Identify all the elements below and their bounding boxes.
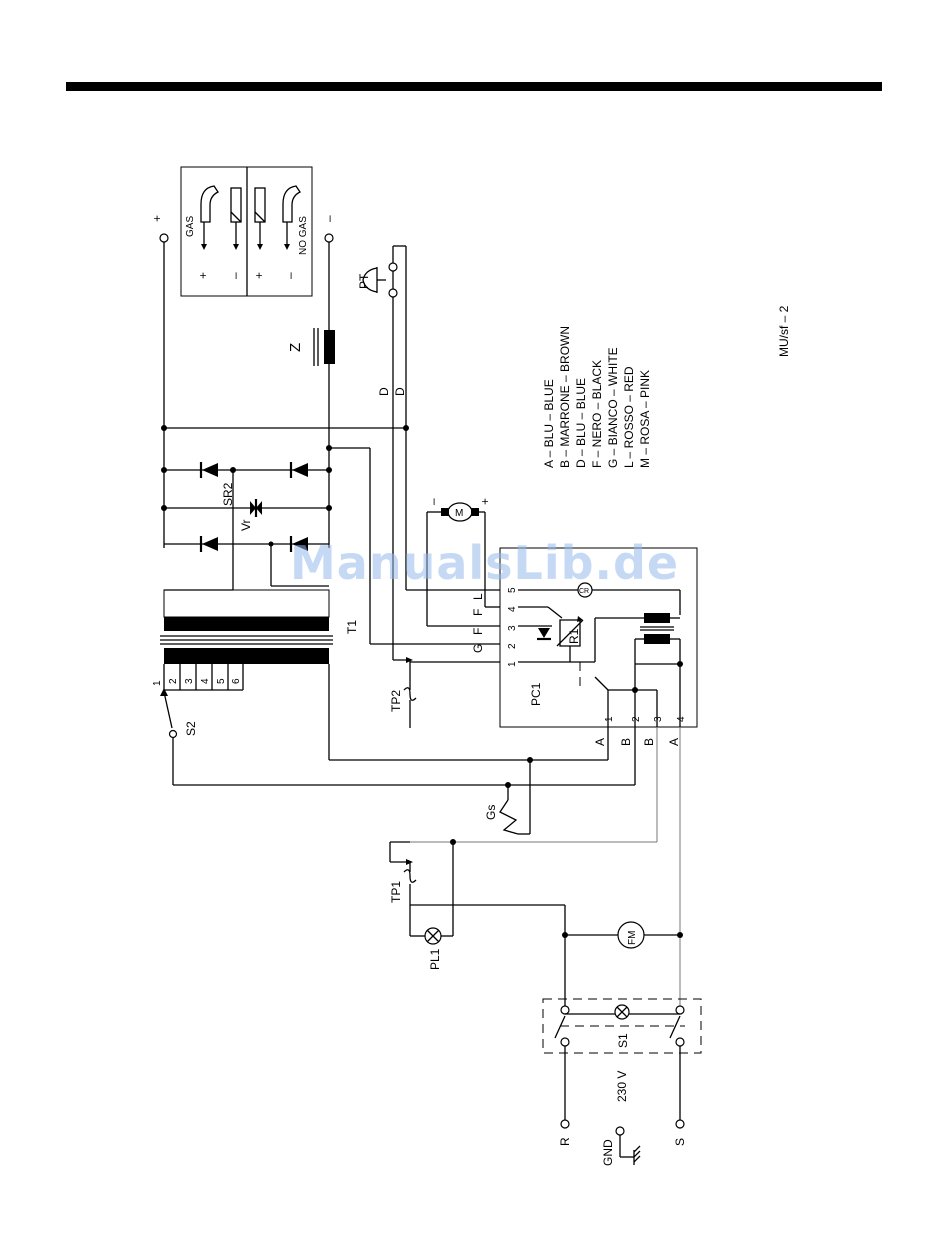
legend-line-2: B – MARRONE – BROWN xyxy=(558,326,572,468)
wire-label-a-2: A xyxy=(667,738,681,746)
watermark: ManualsLib.de xyxy=(290,536,679,590)
svg-text:Gs: Gs xyxy=(484,805,498,820)
svg-text:+: + xyxy=(150,215,164,222)
svg-text:TP1: TP1 xyxy=(389,881,403,903)
gas-valve-gs: Gs xyxy=(484,760,530,834)
svg-text:Z: Z xyxy=(287,343,304,352)
svg-text:S: S xyxy=(673,1138,687,1146)
svg-text:L: L xyxy=(471,593,485,600)
legend-line-1: A – BLU – BLUE xyxy=(542,379,556,468)
svg-text:Vr: Vr xyxy=(239,519,253,531)
transformer-t1: 2 3 4 5 6 1 T1 xyxy=(152,590,359,690)
wire-clamp-icon xyxy=(231,188,241,250)
no-gas-label: NO GAS xyxy=(298,216,309,255)
svg-text:4: 4 xyxy=(507,606,518,612)
ground-terminal: GND xyxy=(601,1127,640,1166)
svg-text:G: G xyxy=(471,644,485,653)
svg-text:1: 1 xyxy=(152,680,163,686)
svg-text:M: M xyxy=(455,508,463,519)
inductor-z: Z xyxy=(287,328,335,366)
voltage-label: 230 V xyxy=(615,1071,629,1102)
svg-text:GND: GND xyxy=(601,1139,615,1166)
drawing-code: MU/sf – 2 xyxy=(777,305,791,357)
svg-text:6: 6 xyxy=(231,678,242,684)
wire-clamp-icon-2 xyxy=(255,188,265,250)
svg-text:F: F xyxy=(471,628,485,635)
svg-text:2: 2 xyxy=(631,716,642,722)
svg-text:3: 3 xyxy=(507,625,518,631)
svg-text:S2: S2 xyxy=(184,721,198,736)
svg-text:TP2: TP2 xyxy=(389,690,403,712)
thermal-protector-tp1: TP1 xyxy=(389,842,565,905)
svg-text:2: 2 xyxy=(168,678,179,684)
legend-line-5: G – BIANCO – WHITE xyxy=(606,347,620,468)
fan-motor-fm: FM xyxy=(562,905,683,1010)
svg-text:R1: R1 xyxy=(567,628,581,644)
pilot-lamp-pl1: PL1 xyxy=(410,842,453,970)
svg-text:1: 1 xyxy=(604,716,615,722)
wire-label-b-2: B xyxy=(642,738,656,746)
colour-legend: A – BLU – BLUE B – MARRONE – BROWN D – B… xyxy=(542,326,652,468)
gas-label: GAS xyxy=(185,216,196,237)
svg-text:–: – xyxy=(426,498,440,505)
svg-text:F: F xyxy=(471,609,485,616)
output-plus-terminal: + xyxy=(150,215,168,242)
svg-text:PC1: PC1 xyxy=(529,682,543,706)
legend-line-3: D – BLU – BLUE xyxy=(574,378,588,468)
box-minus-2: – xyxy=(283,272,297,279)
svg-text:4: 4 xyxy=(200,678,211,684)
box-minus-1: – xyxy=(228,272,242,279)
pt-button: PT xyxy=(357,246,406,430)
svg-text:3: 3 xyxy=(653,716,664,722)
wire-label-a-1: A xyxy=(593,738,607,746)
svg-text:R: R xyxy=(558,1137,572,1146)
legend-line-7: M – ROSA – PINK xyxy=(638,370,652,468)
switch-s2: S2 xyxy=(160,688,198,738)
svg-text:+: + xyxy=(478,498,492,505)
legend-line-6: L – ROSSO – RED xyxy=(622,366,636,468)
output-minus-terminal: – xyxy=(322,215,336,242)
mains-terminal-s: S xyxy=(673,1120,687,1146)
gas-torch-icon xyxy=(201,186,218,250)
box-plus-2: + xyxy=(252,272,266,279)
box-plus-1: + xyxy=(196,272,210,279)
rectifier-bridge-sr2: SR2 Vr xyxy=(161,425,409,552)
svg-text:3: 3 xyxy=(184,678,195,684)
svg-text:T1: T1 xyxy=(345,620,359,634)
svg-text:1: 1 xyxy=(507,661,518,667)
svg-text:PT: PT xyxy=(357,273,371,289)
svg-text:5: 5 xyxy=(216,678,227,684)
svg-text:2: 2 xyxy=(507,643,518,649)
svg-text:–: – xyxy=(322,215,336,222)
main-switch-s1: S1 xyxy=(543,999,701,1053)
legend-line-4: F – NERO – BLACK xyxy=(590,360,604,468)
wire-label-b-1: B xyxy=(619,738,633,746)
svg-text:PL1: PL1 xyxy=(428,948,442,970)
d-wire-label-2: D xyxy=(393,387,407,396)
d-wire-label-1: D xyxy=(377,387,391,396)
svg-text:FM: FM xyxy=(627,931,638,945)
mains-terminal-r: R xyxy=(558,1120,572,1146)
svg-text:4: 4 xyxy=(676,716,687,722)
torch-legend-box: GAS NO GAS + – + – xyxy=(181,167,312,296)
svg-text:S1: S1 xyxy=(616,1033,630,1048)
